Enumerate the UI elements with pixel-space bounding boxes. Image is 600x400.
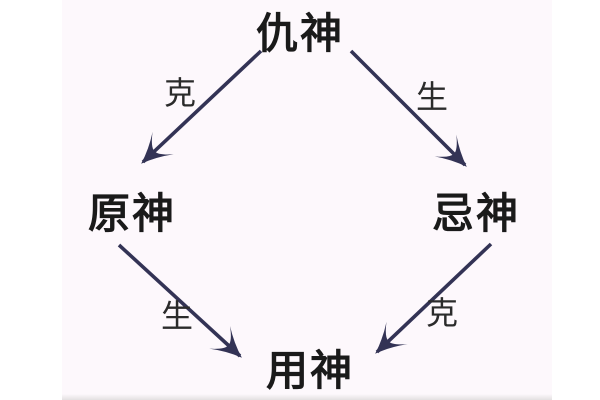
diagram-panel bbox=[62, 0, 552, 400]
node-chou-shen: 仇神 bbox=[255, 10, 345, 57]
arrow-chou-to-yuan bbox=[141, 49, 263, 164]
node-yong-shen: 用神 bbox=[265, 347, 355, 394]
bottom-edge-shade bbox=[62, 394, 552, 400]
edge-label-sheng-bottom-left: 生 bbox=[160, 298, 194, 334]
arrow-ji-to-yong bbox=[375, 242, 493, 354]
node-ji-shen: 忌神 bbox=[431, 190, 521, 237]
arrow-yuan-to-yong bbox=[117, 243, 242, 358]
node-yuan-shen: 原神 bbox=[87, 190, 177, 237]
arrow-chou-to-ji bbox=[349, 49, 467, 167]
edge-label-ke-top-left: 克 bbox=[163, 75, 197, 111]
edge-label-sheng-top-right: 生 bbox=[415, 79, 449, 115]
edge-label-ke-bottom-right: 克 bbox=[425, 295, 459, 331]
